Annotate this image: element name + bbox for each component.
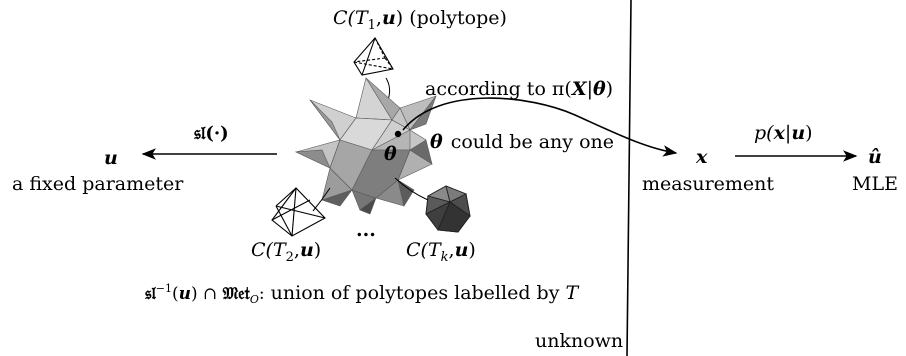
right-polytope-icon (425, 185, 471, 233)
left-polytope-icon (271, 187, 326, 237)
left-polytope-label: C(T2,u) (251, 239, 321, 265)
unknown-label: unknown (535, 330, 623, 352)
likelihood-label: p(x|u) (754, 122, 813, 144)
union-caption: 𝔰𝔩−1(u) ∩ 𝔐𝔢𝔱O:union of polytopes labell… (144, 282, 579, 306)
uhat-symbol: û (868, 146, 882, 168)
sampling-arrow (402, 97, 678, 157)
ellipsis: ... (356, 219, 376, 241)
x-caption: measurement (642, 173, 774, 195)
sl-map-label: 𝔰𝔩(·) (193, 123, 229, 144)
u-caption: a fixed parameter (12, 173, 184, 195)
x-symbol: x (695, 146, 708, 168)
theta-point (394, 130, 402, 138)
left-polytope-pointer (312, 187, 331, 212)
according-label: according to π(X|θ) (425, 78, 613, 100)
theta-symbol: θ (384, 143, 397, 165)
star-polyhedron (294, 77, 437, 215)
mle-caption: MLE (852, 173, 898, 195)
top-polytope-icon (353, 37, 394, 76)
right-polytope-pointer (394, 177, 429, 201)
divider-line (626, 0, 632, 356)
top-polytope-label: C(T1,u)(polytope) (333, 7, 507, 33)
right-polytope-label: C(Tk,u) (406, 239, 476, 265)
u-symbol: u (104, 147, 118, 169)
